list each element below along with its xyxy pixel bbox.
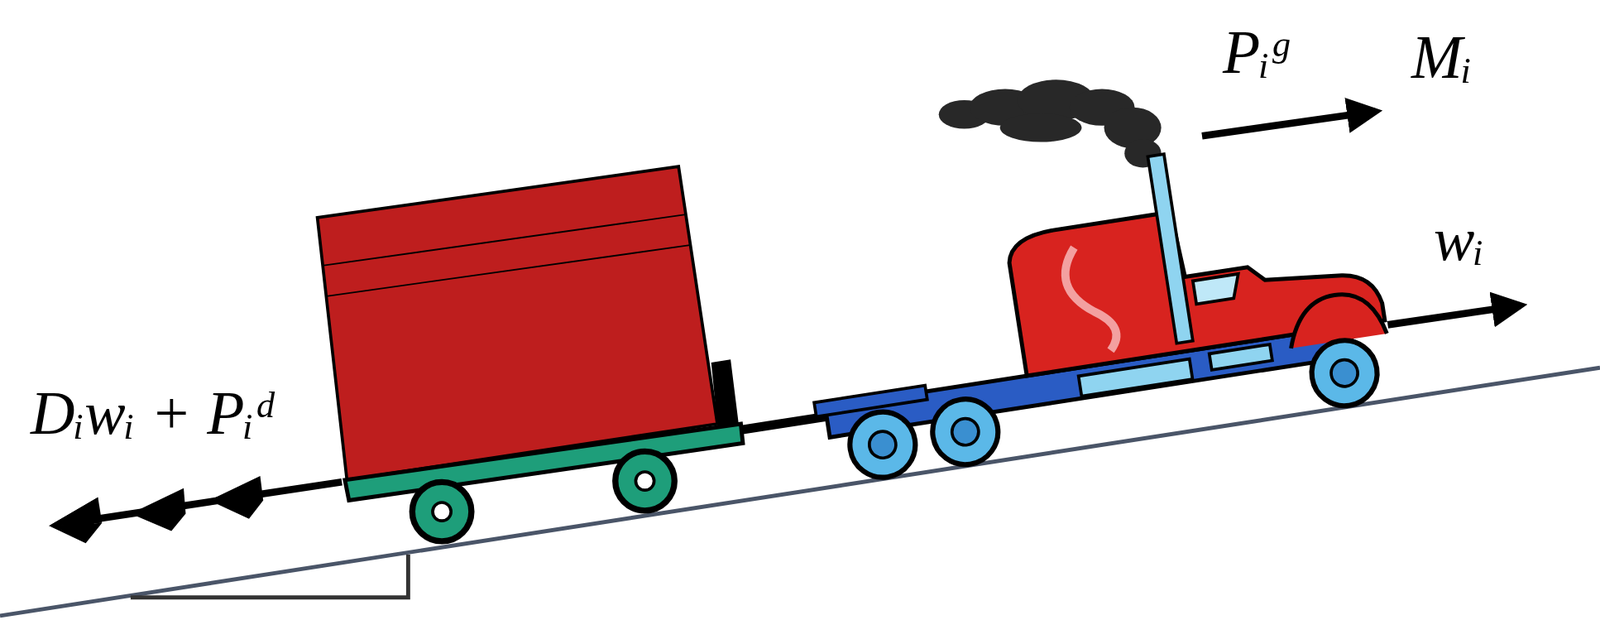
- thrust-arrow: [1202, 111, 1376, 137]
- incline-road: [0, 367, 1600, 616]
- mass-label: Mᵢ: [1411, 26, 1472, 88]
- truck: [785, 124, 1398, 487]
- slope-triangle: [130, 554, 408, 598]
- thrust-label: Pᵢᵍ: [1222, 21, 1288, 83]
- drag-label: Dᵢwᵢ + Pᵢᵈ: [30, 382, 274, 444]
- drag-arrow: [48, 475, 342, 543]
- trailer: [317, 166, 853, 542]
- velocity-arrow: [1387, 305, 1520, 325]
- velocity-label: wᵢ: [1433, 208, 1485, 270]
- smoke: [938, 79, 1162, 168]
